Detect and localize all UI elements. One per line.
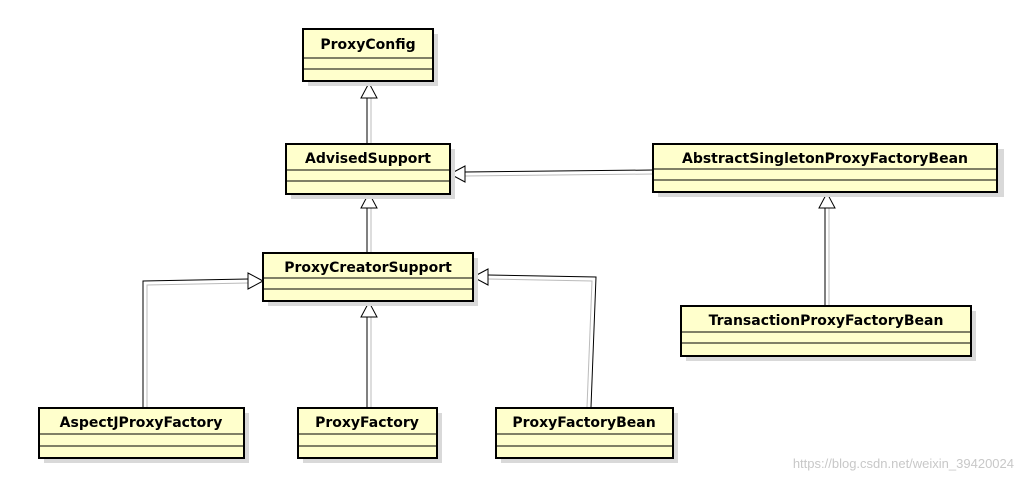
class-abstractsingletonproxyfactorybean[interactable]: AbstractSingletonProxyFactoryBean (652, 143, 1004, 197)
class-proxycreatorsupport[interactable]: ProxyCreatorSupport (262, 252, 478, 306)
edge-abstractsingleton-to-advisedsupport (464, 169, 654, 177)
class-proxyfactory[interactable]: ProxyFactory (297, 407, 442, 463)
arrowhead-to-advisedsupport-vertical (360, 191, 378, 209)
edge-proxycreatorsupport-to-advisedsupport (366, 208, 372, 252)
arrowhead-to-proxycreatorsupport-left (247, 272, 265, 290)
class-transactionproxyfactorybean[interactable]: TransactionProxyFactoryBean (680, 305, 976, 361)
arrowhead-to-advisedsupport-horizontal (448, 165, 466, 183)
class-name-proxycreatorsupport: ProxyCreatorSupport (284, 260, 452, 276)
class-name-abstractsingletonproxyfactorybean: AbstractSingletonProxyFactoryBean (682, 151, 968, 167)
arrowhead-to-proxyconfig (360, 81, 378, 99)
watermark-text: https://blog.csdn.net/weixin_39420024 (792, 456, 1014, 471)
arrowhead-to-abstractsingleton (818, 191, 836, 209)
edge-advisedsupport-to-proxyconfig (366, 98, 372, 143)
class-aspectjproxyfactory[interactable]: AspectJProxyFactory (38, 407, 249, 463)
class-proxyfactorybean[interactable]: ProxyFactoryBean (495, 407, 678, 463)
edge-aspectj-to-proxycreatorsupport (142, 278, 249, 407)
class-name-advisedsupport: AdvisedSupport (305, 151, 431, 167)
class-name-proxyfactorybean: ProxyFactoryBean (512, 415, 655, 431)
class-name-proxyfactory: ProxyFactory (315, 415, 419, 431)
class-name-proxyconfig: ProxyConfig (320, 37, 415, 53)
edge-transaction-to-abstractsingleton (824, 208, 830, 305)
arrowhead-to-proxycreatorsupport-right (471, 268, 489, 286)
class-advisedsupport[interactable]: AdvisedSupport (285, 143, 455, 199)
class-proxyconfig[interactable]: ProxyConfig (302, 28, 438, 86)
edge-proxyfactory-to-proxycreatorsupport (366, 317, 372, 407)
class-name-transactionproxyfactorybean: TransactionProxyFactoryBean (709, 313, 944, 329)
edge-proxyfactorybean-to-proxycreatorsupport (487, 274, 597, 408)
arrowhead-to-proxycreatorsupport-vertical (360, 300, 378, 318)
class-name-aspectjproxyfactory: AspectJProxyFactory (60, 415, 223, 431)
